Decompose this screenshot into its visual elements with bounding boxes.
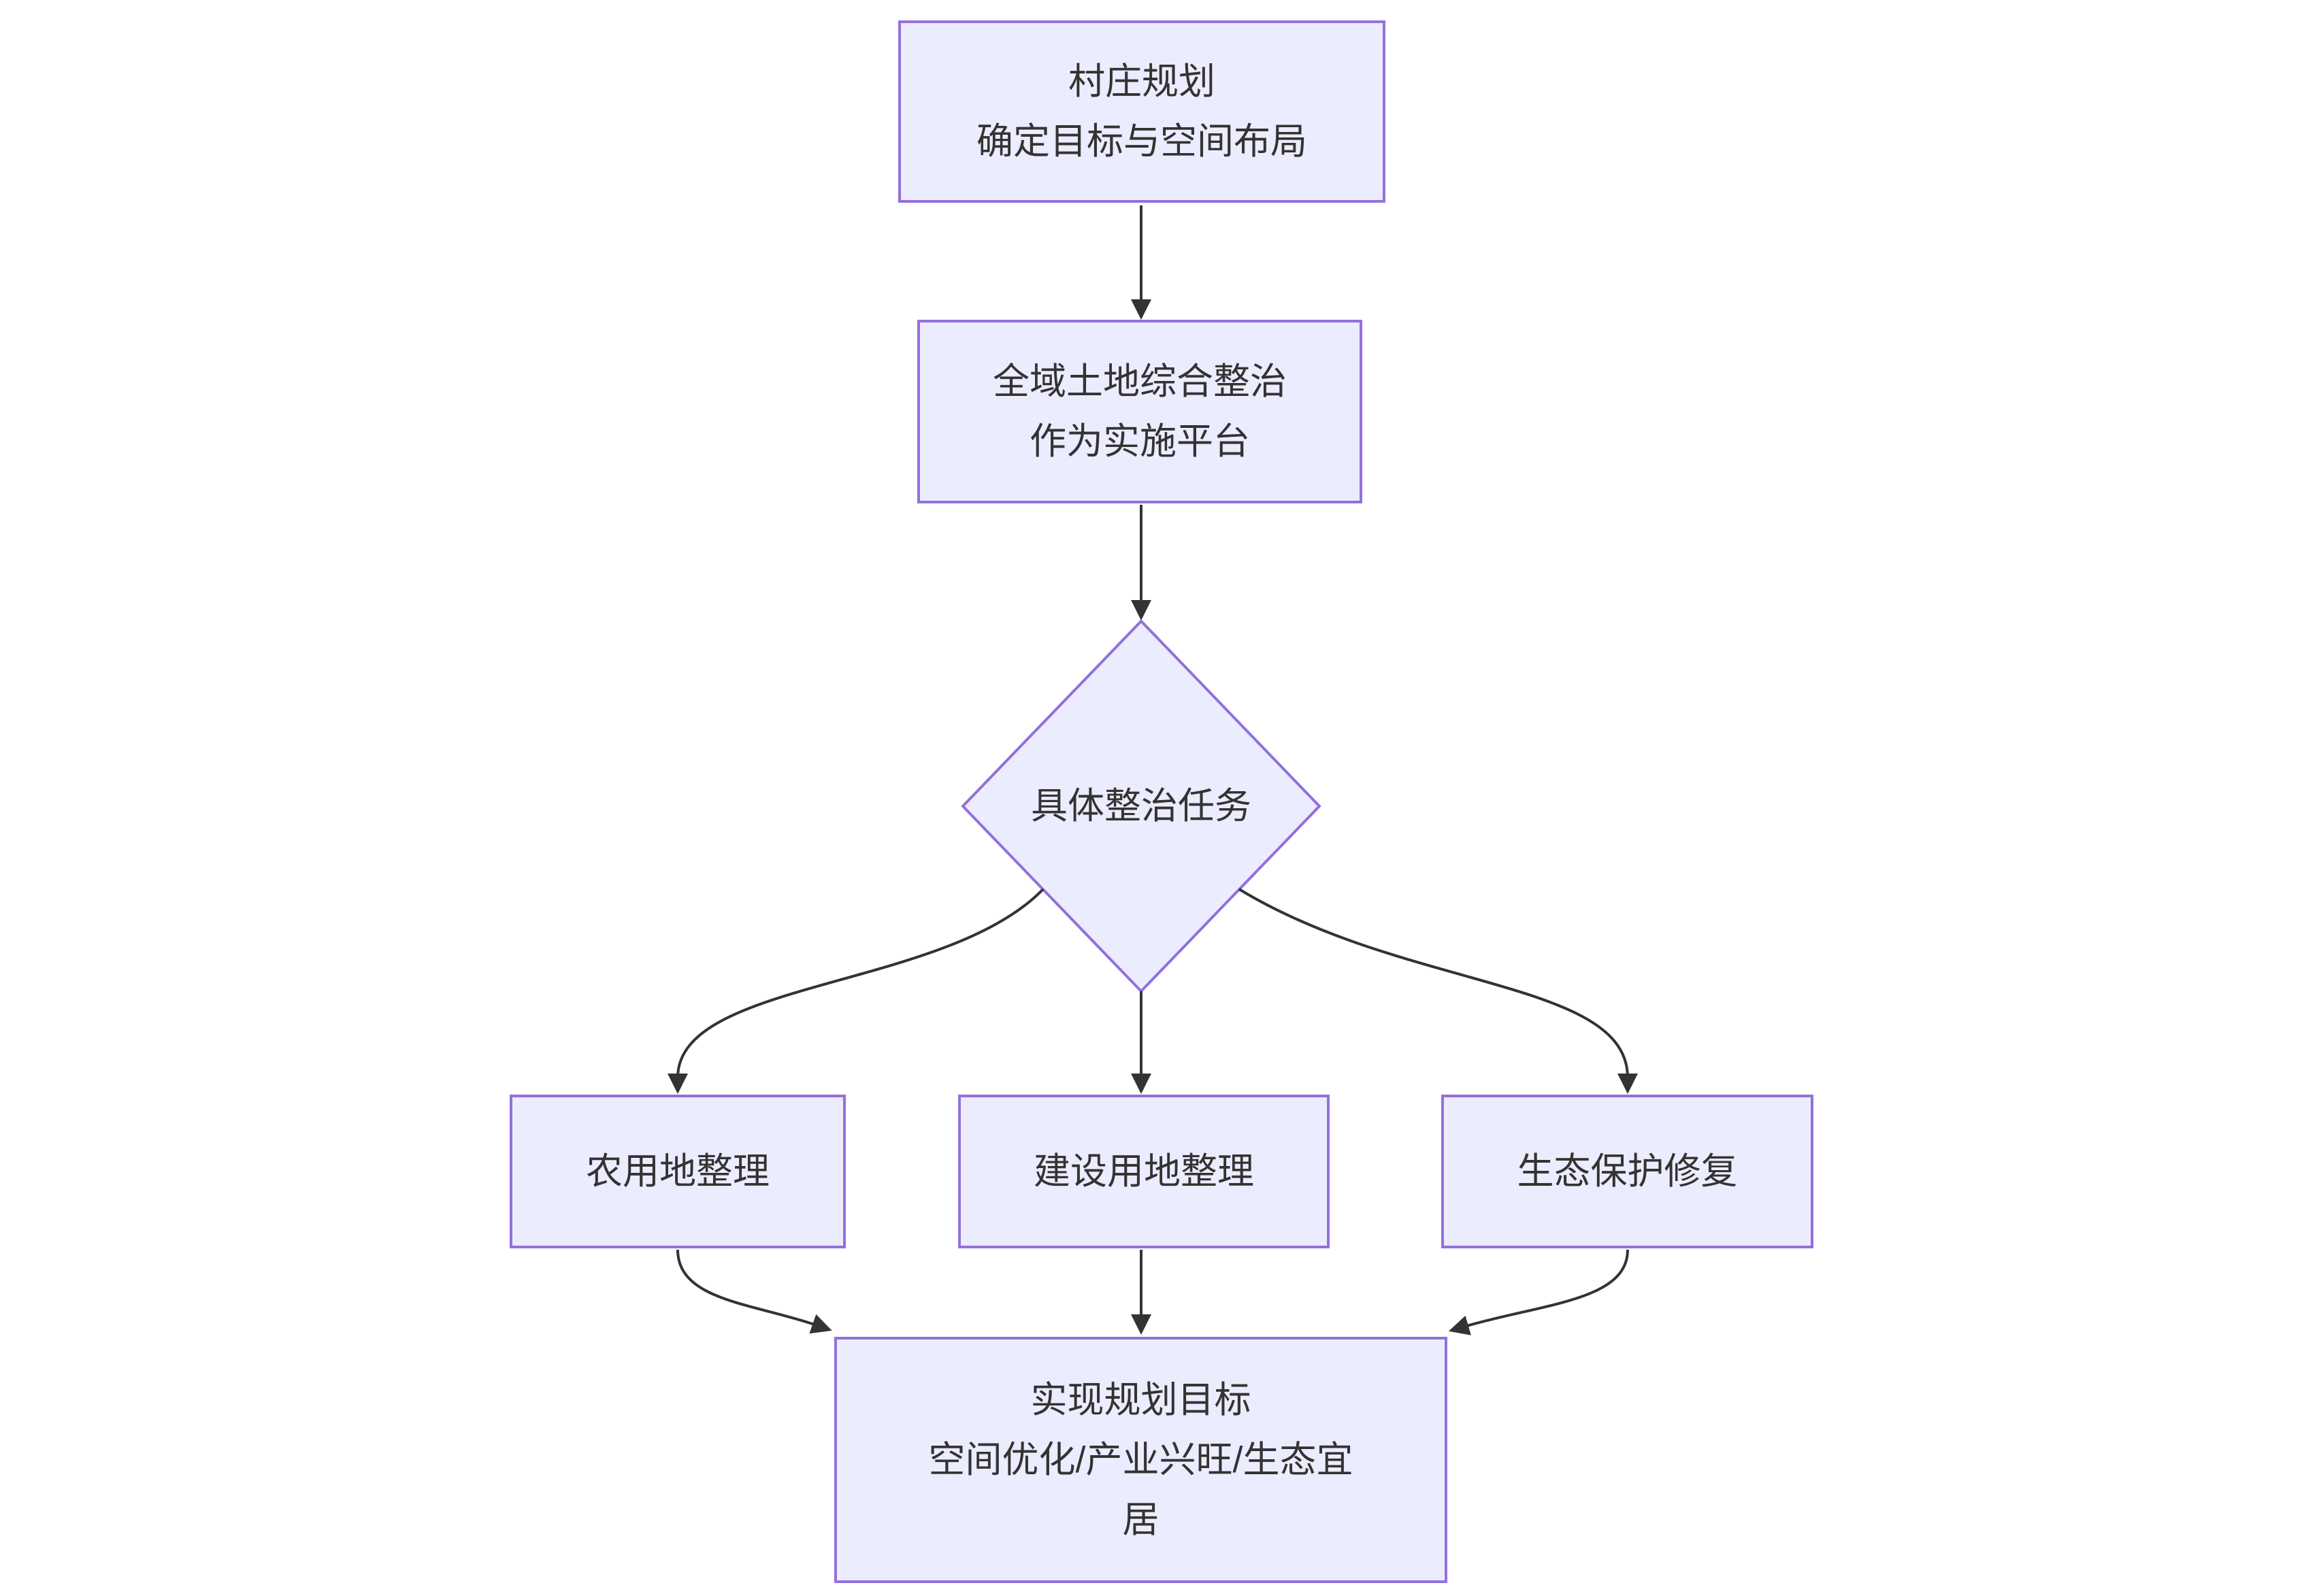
node-village-planning-line2: 确定目标与空间布局 bbox=[976, 121, 1307, 162]
node-village-planning-line1: 村庄规划 bbox=[1068, 61, 1215, 102]
node-goal-line3: 居 bbox=[1122, 1499, 1160, 1540]
node-village-planning: 村庄规划 确定目标与空间布局 bbox=[898, 20, 1385, 203]
node-land-consolidation-line1: 全域土地综合整治 bbox=[993, 361, 1287, 402]
node-goal: 实现规划目标 空间优化/产业兴旺/生态宜 居 bbox=[834, 1337, 1447, 1583]
edge-ecology-to-goal bbox=[1448, 1249, 1629, 1335]
node-ecology: 生态保护修复 bbox=[1441, 1095, 1813, 1248]
node-land-consolidation: 全域土地综合整治 作为实施平台 bbox=[917, 320, 1362, 503]
node-ecology-label: 生态保护修复 bbox=[1517, 1151, 1738, 1192]
node-decision-label: 具体整治任务 bbox=[971, 776, 1311, 837]
node-construction-land-label: 建设用地整理 bbox=[1034, 1151, 1254, 1192]
edge-decision-to-farmland bbox=[668, 888, 1045, 1094]
node-farmland: 农用地整理 bbox=[510, 1095, 846, 1248]
node-goal-line1: 实现规划目标 bbox=[1030, 1380, 1251, 1420]
edge-decision-to-ecology bbox=[1238, 888, 1638, 1094]
node-goal-line2: 空间优化/产业兴旺/生态宜 bbox=[928, 1440, 1353, 1480]
node-land-consolidation-line2: 作为实施平台 bbox=[1030, 421, 1250, 462]
node-farmland-label: 农用地整理 bbox=[586, 1151, 770, 1192]
node-decision-label-text: 具体整治任务 bbox=[1031, 786, 1251, 827]
edge-farmland-to-goal bbox=[676, 1249, 832, 1334]
node-construction-land: 建设用地整理 bbox=[958, 1095, 1330, 1248]
